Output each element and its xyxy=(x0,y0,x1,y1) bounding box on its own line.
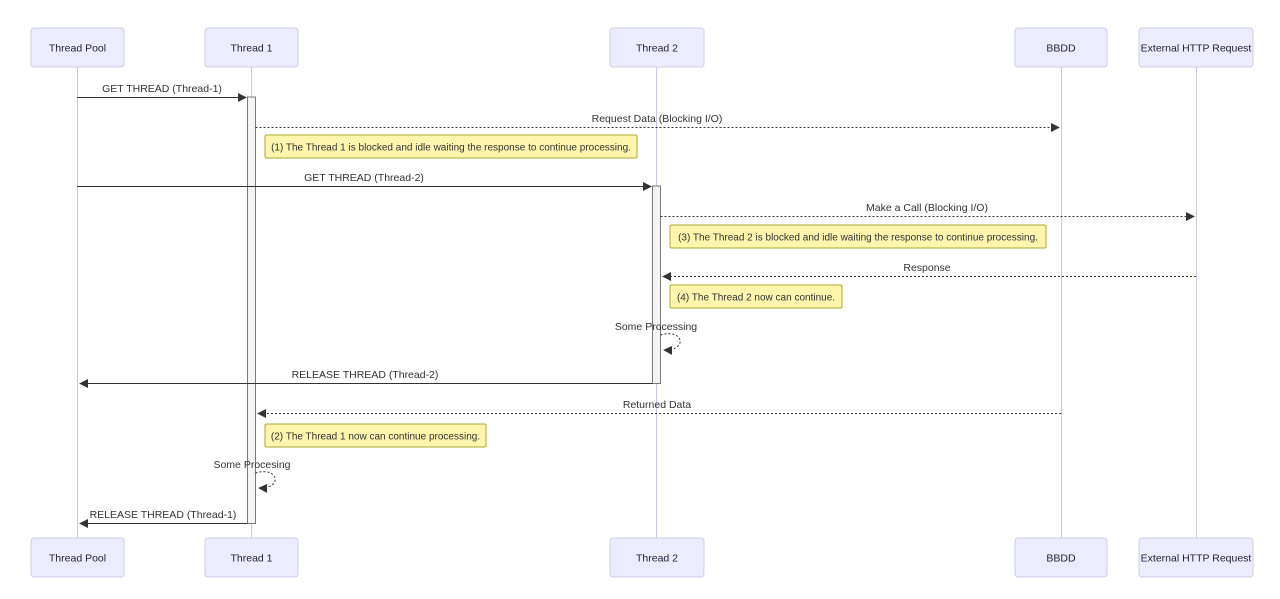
note-text: (3) The Thread 2 is blocked and idle wai… xyxy=(678,233,1038,244)
note-1-thread-1-blocked: (1) The Thread 1 is blocked and idle wai… xyxy=(264,134,638,159)
actor-label: BBDD xyxy=(1046,43,1076,55)
note-box xyxy=(669,224,1047,249)
actor-box xyxy=(1014,27,1108,68)
message-label-some-processing: Some Processing xyxy=(615,321,697,333)
actor-box xyxy=(1138,537,1254,578)
message-label-release-thread-2: RELEASE THREAD (Thread-2) xyxy=(292,369,439,381)
note-text: (2) The Thread 1 now can continue proces… xyxy=(271,432,480,443)
actor-box xyxy=(609,27,705,68)
note-box xyxy=(264,423,487,448)
actor-box xyxy=(30,537,125,578)
activation-thread-1 xyxy=(247,96,256,524)
activation-thread-2 xyxy=(652,185,661,384)
actor-box xyxy=(1014,537,1108,578)
actor-top-external-http-request: External HTTP Request xyxy=(1138,27,1254,68)
message-label-get-thread-1: GET THREAD (Thread-1) xyxy=(102,83,222,95)
actor-label: Thread 2 xyxy=(636,43,678,55)
message-label-make-a-call: Make a Call (Blocking I/O) xyxy=(866,202,988,214)
actor-label: BBDD xyxy=(1046,553,1076,565)
message-label-returned-data: Returned Data xyxy=(623,399,691,411)
actor-label: Thread 1 xyxy=(230,43,272,55)
message-label-request-data: Request Data (Blocking I/O) xyxy=(592,113,723,125)
note-box xyxy=(669,284,843,309)
actor-box xyxy=(30,27,125,68)
note-4-thread-2-continue: (4) The Thread 2 now can continue. xyxy=(669,284,843,309)
note-3-thread-2-blocked: (3) The Thread 2 is blocked and idle wai… xyxy=(669,224,1047,249)
actor-label: Thread 2 xyxy=(636,553,678,565)
note-text: (4) The Thread 2 now can continue. xyxy=(677,293,835,304)
actor-label: Thread Pool xyxy=(49,43,106,55)
actor-label: External HTTP Request xyxy=(1141,553,1252,565)
actor-top-thread-pool: Thread Pool xyxy=(30,27,125,68)
actor-box xyxy=(1138,27,1254,68)
actor-bottom-thread-pool: Thread Pool xyxy=(30,537,125,578)
actor-label: Thread 1 xyxy=(230,553,272,565)
actor-bottom-thread-2: Thread 2 xyxy=(609,537,705,578)
actor-bottom-bbdd: BBDD xyxy=(1014,537,1108,578)
message-label-response: Response xyxy=(903,262,950,274)
actor-top-thread-2: Thread 2 xyxy=(609,27,705,68)
message-selfloop-some-procesing xyxy=(255,471,276,493)
message-selfloop-some-processing xyxy=(660,333,681,355)
actor-top-bbdd: BBDD xyxy=(1014,27,1108,68)
actor-label: External HTTP Request xyxy=(1141,43,1252,55)
message-label-some-procesing: Some Procesing xyxy=(213,459,290,471)
actor-box xyxy=(609,537,705,578)
actor-bottom-external-http-request: External HTTP Request xyxy=(1138,537,1254,578)
message-label-release-thread-1: RELEASE THREAD (Thread-1) xyxy=(90,509,237,521)
note-text: (1) The Thread 1 is blocked and idle wai… xyxy=(271,143,631,154)
message-label-get-thread-2: GET THREAD (Thread-2) xyxy=(304,172,424,184)
actor-bottom-thread-1: Thread 1 xyxy=(204,537,299,578)
actor-box xyxy=(204,27,299,68)
actor-label: Thread Pool xyxy=(49,553,106,565)
note-2-thread-1-continue: (2) The Thread 1 now can continue proces… xyxy=(264,423,487,448)
note-box xyxy=(264,134,638,159)
actor-box xyxy=(204,537,299,578)
actor-top-thread-1: Thread 1 xyxy=(204,27,299,68)
